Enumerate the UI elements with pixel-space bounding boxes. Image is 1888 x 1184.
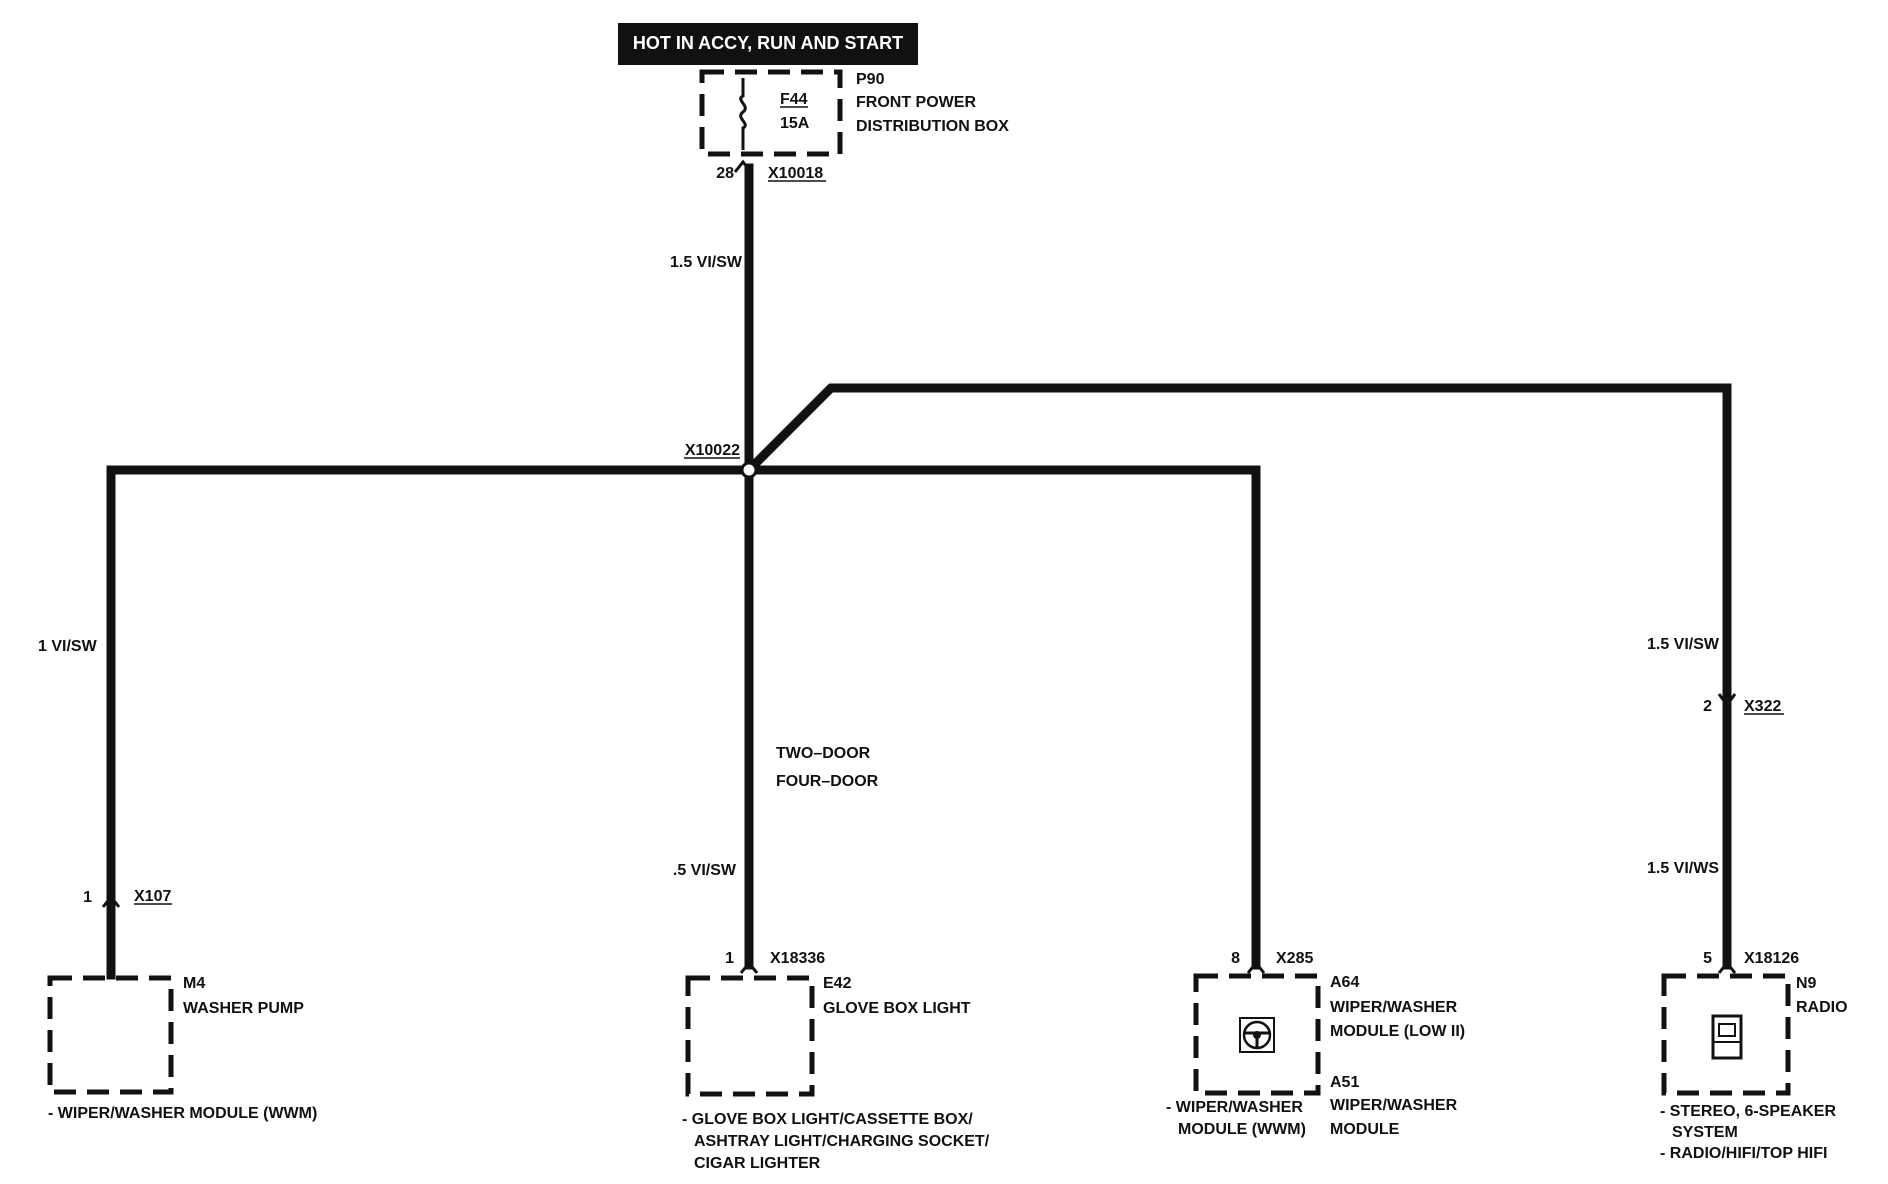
m4-footnote: - WIPER/WASHER MODULE (WWM)	[48, 1105, 317, 1122]
fuse-connector-id: X10018	[768, 165, 823, 182]
radio-branch-wire	[742, 383, 1732, 970]
x285-id: X285	[1276, 950, 1313, 967]
power-label: HOT IN ACCY, RUN AND START	[633, 33, 903, 53]
x18126-id: X18126	[1744, 950, 1799, 967]
a51-name-1: WIPER/WASHER	[1330, 1097, 1458, 1114]
x107-connector-symbol	[101, 894, 121, 908]
e42-name: GLOVE BOX LIGHT	[823, 1000, 971, 1017]
n9-id: N9	[1796, 975, 1817, 992]
n9-footnote-1: - STEREO, 6-SPEAKER	[1660, 1103, 1836, 1120]
a64-footnote-1: - WIPER/WASHER	[1166, 1099, 1303, 1116]
m4-name: WASHER PUMP	[183, 1000, 304, 1017]
x322-id: X322	[1744, 698, 1781, 715]
component-a64: 8 X285 A64 WIPER/WASHER MODULE (LOW II) …	[1166, 950, 1465, 1138]
e42-box	[685, 975, 815, 1097]
x285-pin: 8	[1231, 950, 1240, 967]
radio-icon	[1711, 1014, 1743, 1060]
fuse-box-name-2: DISTRIBUTION BOX	[856, 118, 1009, 135]
a64-id: A64	[1330, 974, 1359, 991]
fuse-symbol	[739, 78, 747, 150]
e42-footnote-3: CIGAR LIGHTER	[694, 1155, 821, 1172]
x18126-pin: 5	[1703, 950, 1712, 967]
n9-footnote-2: SYSTEM	[1672, 1124, 1738, 1141]
variant-note-four-door: FOUR–DOOR	[776, 773, 879, 790]
main-wire-label: 1.5 VI/SW	[670, 254, 743, 271]
a64-footnote-2: MODULE (WWM)	[1178, 1121, 1306, 1138]
x285-connector-symbol	[1246, 960, 1266, 974]
glove-wire-label: .5 VI/SW	[673, 862, 737, 879]
steering-wheel-icon	[1239, 1017, 1275, 1053]
e42-footnote-1: - GLOVE BOX LIGHT/CASSETTE BOX/	[682, 1111, 973, 1128]
n9-name: RADIO	[1796, 999, 1848, 1016]
variant-note-two-door: TWO–DOOR	[776, 745, 871, 762]
x18336-pin: 1	[725, 950, 734, 967]
a64-name-2: MODULE (LOW II)	[1330, 1023, 1465, 1040]
m4-box	[47, 975, 174, 1095]
fuse-box-name-1: FRONT POWER	[856, 94, 976, 111]
power-label-box	[618, 23, 918, 65]
x18336-connector-symbol	[739, 960, 759, 974]
a51-name-2: MODULE	[1330, 1121, 1400, 1138]
x18126-connector-symbol	[1717, 960, 1737, 974]
left-branch-wire	[106, 465, 754, 910]
m4-id: M4	[183, 975, 205, 992]
wiper-branch-wire	[744, 465, 1261, 970]
component-n9: 5 X18126 N9 RADIO - STEREO, 6-SPEAKER SY…	[1660, 950, 1848, 1162]
radio-wire-label-upper: 1.5 VI/SW	[1647, 636, 1720, 653]
e42-footnote-2: ASHTRAY LIGHT/CHARGING SOCKET/	[694, 1133, 990, 1150]
x107-id: X107	[134, 888, 171, 905]
splice-id: X10022	[685, 442, 740, 459]
fuse-id: F44	[780, 91, 808, 108]
a64-name-1: WIPER/WASHER	[1330, 999, 1458, 1016]
fuse-box-id: P90	[856, 71, 885, 88]
fuse-rating: 15A	[780, 115, 810, 132]
splice-node	[740, 461, 758, 479]
n9-footnote-3: - RADIO/HIFI/TOP HIFI	[1660, 1145, 1827, 1162]
radio-wire-label-lower: 1.5 VI/WS	[1647, 860, 1719, 877]
x322-connector-symbol	[1717, 693, 1737, 708]
n9-box	[1661, 973, 1791, 1096]
fuse-connector-pin: 28	[716, 165, 734, 182]
e42-id: E42	[823, 975, 852, 992]
component-e42: 1 X18336 E42 GLOVE BOX LIGHT - GLOVE BOX…	[682, 950, 990, 1172]
a51-id: A51	[1330, 1074, 1359, 1091]
component-m4: 1 X107 M4 WASHER PUMP - WIPER/WASHER MOD…	[47, 888, 317, 1122]
a64-box	[1193, 973, 1321, 1096]
x107-pin: 1	[83, 889, 92, 906]
left-wire-label: 1 VI/SW	[38, 638, 98, 655]
fuse-box-p90: F44 15A P90 FRONT POWER DISTRIBUTION BOX	[699, 69, 1009, 157]
x322-pin: 2	[1703, 698, 1712, 715]
x18336-id: X18336	[770, 950, 825, 967]
